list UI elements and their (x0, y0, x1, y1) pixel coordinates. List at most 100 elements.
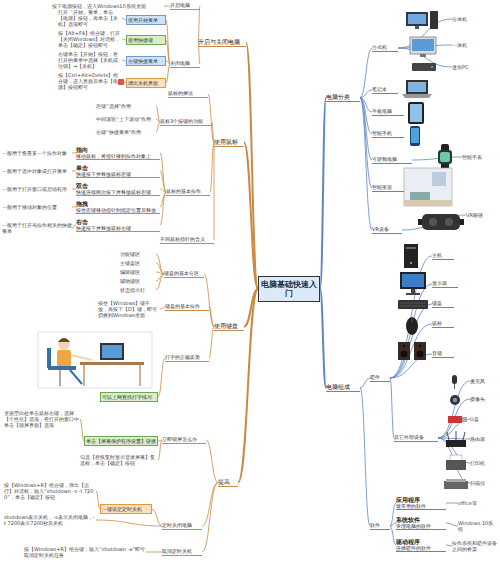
note-text: 勾选【在恢复时显示登录屏幕】复选框，单击【确定】按钮 (80, 454, 158, 466)
usb-drive-icon (448, 416, 462, 423)
laptop-icon (408, 82, 426, 92)
branch-connector (360, 98, 372, 231)
vr-goggles-icon (429, 218, 437, 226)
note-text: U盘 (470, 416, 498, 422)
node-text: 使用开始菜单 (128, 17, 164, 23)
node-text: 按【Windows+R】组合键，输入“shutdown -a”即可取消定时关机任… (24, 546, 146, 558)
highlight-box: 调出关机界面 (126, 78, 166, 88)
operation-node: 应用程序最常用的软件 (396, 496, 446, 510)
node-text: 鼠标的握法 (168, 90, 208, 96)
node-text: 按【Windows+R】组合键，弹出【运行】对话框，输入“shutdown -s… (4, 482, 96, 500)
speaker-icon (417, 351, 424, 358)
branch-connector (202, 483, 218, 553)
node-text: 勾选【在恢复时显示登录屏幕】复选框，单击【确定】按钮 (80, 454, 158, 466)
typing-posture-illustration (80, 362, 144, 365)
all-in-one-icon (412, 39, 434, 51)
mini-pc-icon (412, 63, 436, 71)
branch-connector (446, 523, 458, 526)
node-text: 台式机 (372, 44, 398, 50)
topic-node: 软件 (370, 522, 390, 530)
speaker-icon (419, 345, 422, 348)
node-text: 按【Alt+F4】组合键，打开【关闭Windows】对话框，单击【确定】按钮即可 (58, 30, 122, 48)
branch-connector (158, 358, 165, 397)
topic-node: 开启电脑 (170, 2, 200, 10)
branch-connector (166, 20, 170, 64)
node-text: 平板电脑 (372, 108, 404, 114)
tablet-icon (408, 102, 424, 124)
tower-icon (406, 247, 416, 249)
desktop-icon (406, 11, 438, 29)
node-text: 按【Ctrl+Alt+Delete】组合键，进入页面后单击【电源】按钮即可 (58, 72, 122, 90)
speaker-icon (403, 345, 406, 348)
operation-node: 双击快速连续两次按下并释放鼠标左键 (76, 182, 160, 196)
node-text: 指向 (76, 146, 160, 153)
operation-node: 系统软件管理电脑的软件 (396, 516, 446, 530)
note-text: 右键“快捷菜单”作用 (96, 129, 156, 135)
vr-goggles-icon (418, 219, 422, 225)
node-text: 一般用于打开窗口或启动程序 (2, 186, 72, 192)
topic-node: 智能手机 (372, 130, 404, 138)
note-text: 辅助键区 (120, 278, 156, 284)
node-text: 智能家居 (372, 184, 404, 190)
typing-posture-illustration (139, 365, 140, 386)
tower-icon (410, 262, 412, 264)
note-text: 一体机 (452, 42, 486, 48)
note-text: 路由器 (470, 436, 498, 442)
keyboard-icon (398, 300, 428, 309)
printer-icon (446, 455, 466, 470)
phone-icon (411, 128, 419, 143)
microphone-icon (452, 375, 457, 389)
router-icon (446, 440, 466, 447)
node-text: 右键“快捷菜单”作用 (96, 129, 156, 135)
node-text: 一般用于选中对象或打开菜单 (2, 168, 72, 174)
mini-pc-icon (431, 66, 433, 68)
speaker-icon (398, 342, 426, 360)
note-text: 主键盘区 (120, 260, 156, 266)
topic-node: 不同鼠标指针的含义 (160, 236, 214, 244)
topic-node: 鼠标 (432, 320, 454, 328)
node-text: 应用程序 (396, 496, 446, 503)
node-text: 右击 (76, 218, 160, 225)
usb-drive-icon (448, 416, 467, 423)
central-topic: 电脑基础快速入门 (258, 276, 320, 302)
node-text: 软件 (370, 522, 390, 528)
watch-icon (441, 144, 449, 170)
keyboard-icon (398, 300, 428, 309)
note-text: 一般用于打开窗口或启动程序 (2, 186, 72, 192)
monitor-icon (400, 272, 426, 289)
branch-connector (160, 153, 166, 192)
note-text: VR眼镜 (466, 212, 498, 218)
node-detail: 快速按下并释放鼠标右键 (76, 225, 160, 231)
all-in-one-icon (420, 54, 426, 57)
typing-posture-illustration (38, 332, 152, 388)
monitor-icon (400, 272, 426, 295)
node-text: 扫描仪 (470, 480, 498, 486)
node-text: 关闭电脑 (170, 60, 200, 66)
highlight-box: 单击【屏幕保护程序设置】链接 (84, 436, 158, 446)
topic-node: 关闭电脑 (170, 60, 200, 68)
branch-connector (446, 545, 452, 546)
note-text: 迷你PC (452, 64, 486, 70)
node-text: VR设备 (372, 226, 402, 232)
node-text: 鼠标3个按键的功能 (160, 118, 212, 124)
camera-icon (450, 395, 460, 405)
speaker-icon (401, 351, 408, 358)
branch-connector (390, 256, 432, 378)
desktop-icon (406, 12, 428, 26)
note-text: 按下电源按钮，进入Windows10系统桌面 (52, 3, 164, 9)
node-text: 不同鼠标指针的含义 (160, 236, 214, 242)
note-text: shutdown表示关机，-s表示关闭电脑，-t 7200表示7200秒后关机 (4, 514, 96, 526)
branch-connector (152, 509, 162, 526)
operation-node: 右击快速按下并释放鼠标右键 (76, 218, 160, 232)
typing-posture-illustration (58, 338, 70, 342)
node-text: 一般用于移动对象的位置 (2, 204, 72, 210)
branch-connector (360, 378, 370, 388)
topic-node: 鼠标的握法 (168, 90, 208, 98)
main-branch: 使用键盘 (214, 322, 244, 331)
node-text: 双击 (76, 182, 160, 189)
node-detail: 最常用的软件 (396, 503, 446, 509)
topic-node: VR设备 (372, 226, 402, 234)
note-text: 打印机 (470, 460, 498, 466)
typing-posture-illustration (38, 332, 152, 388)
